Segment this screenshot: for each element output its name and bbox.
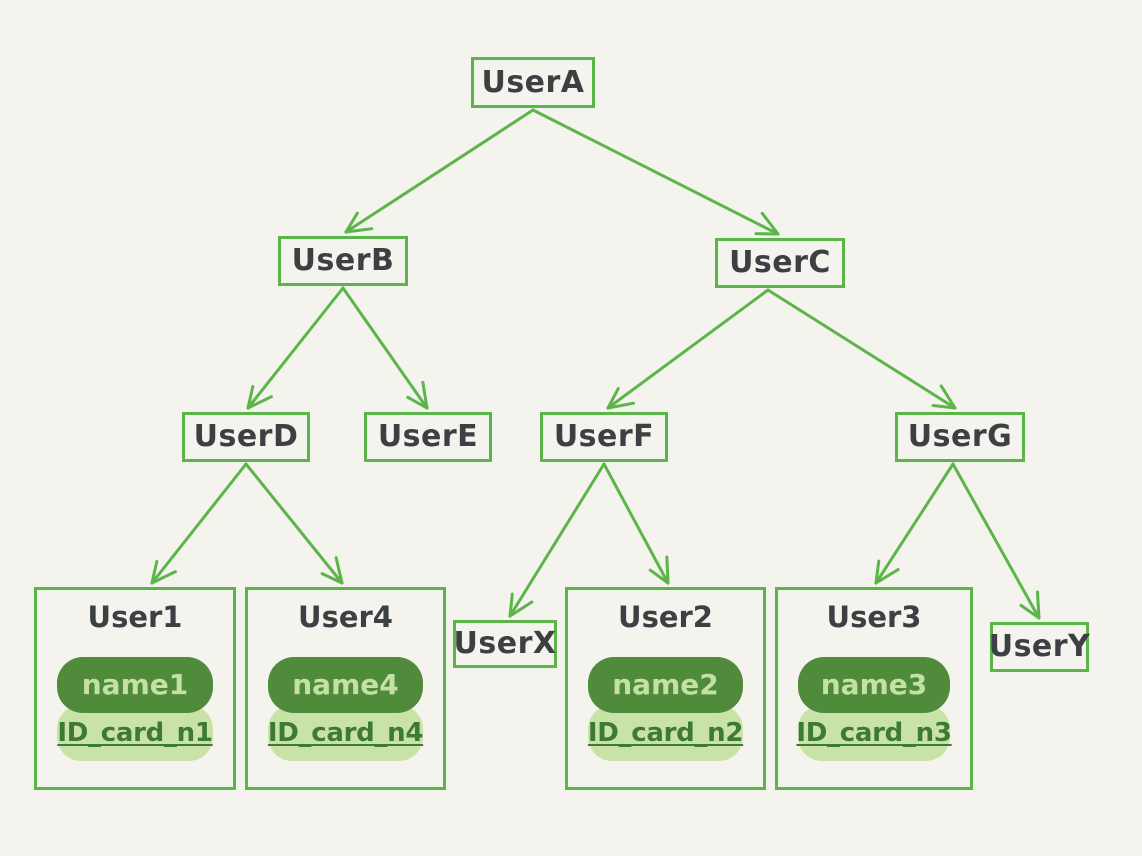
node-userx[interactable]: UserX	[453, 620, 557, 668]
arrowhead-stroke	[246, 395, 273, 410]
attribute-name-pill[interactable]: name2	[588, 656, 743, 713]
edge-line	[150, 462, 248, 585]
edge-userb-to-usere	[341, 286, 429, 410]
node-label: UserF	[553, 419, 655, 454]
arrowhead-stroke	[334, 556, 344, 585]
arrowhead-stroke	[606, 401, 636, 410]
arrowhead-stroke	[1019, 603, 1041, 620]
attribute-name-pill[interactable]: name3	[798, 656, 950, 713]
edge-line	[246, 286, 345, 410]
node-label: UserY	[988, 629, 1091, 664]
arrowhead-stroke	[344, 211, 359, 234]
edge-line	[344, 108, 535, 234]
arrowhead-stroke	[874, 567, 900, 585]
arrowhead-stroke	[874, 559, 881, 585]
arrowhead-stroke	[150, 560, 159, 585]
node-label: UserD	[193, 419, 299, 454]
node-label: UserC	[729, 245, 831, 280]
edge-userd-to-user4	[244, 462, 344, 585]
arrowhead-stroke	[939, 384, 957, 410]
node-label: UserG	[907, 419, 1013, 454]
arrowhead-stroke	[421, 380, 429, 410]
edge-line	[602, 462, 670, 585]
edge-userc-to-userf	[606, 288, 770, 410]
attribute-idcard-pill[interactable]: ID_card_n3	[796, 704, 952, 761]
edge-userb-to-userd	[246, 286, 345, 410]
node-usery[interactable]: UserY	[988, 622, 1091, 672]
edge-line	[874, 462, 955, 585]
arrowhead-stroke	[150, 570, 177, 585]
edge-userc-to-userg	[766, 288, 957, 410]
arrowhead-stroke	[508, 600, 534, 618]
edge-line	[766, 288, 957, 410]
node-label: UserB	[291, 243, 395, 278]
attribute-idcard-pill[interactable]: ID_card_n4	[268, 704, 423, 761]
arrowhead-stroke	[665, 555, 670, 585]
attribute-idcard-pill[interactable]: ID_card_n1	[57, 704, 213, 761]
edge-usera-to-userb	[344, 108, 535, 234]
node-usere[interactable]: UserE	[364, 412, 492, 462]
edge-userg-to-user3	[874, 462, 955, 585]
arrowhead-stroke	[344, 227, 374, 234]
edge-line	[244, 462, 344, 585]
edge-line	[606, 288, 770, 410]
attribute-name-pill[interactable]: name4	[268, 656, 423, 713]
node-title: User2	[618, 600, 713, 634]
arrowhead-stroke	[508, 592, 514, 618]
node-userd[interactable]: UserD	[182, 412, 310, 462]
edge-line	[531, 108, 780, 236]
arrowhead-stroke	[760, 211, 780, 236]
node-title: User3	[826, 600, 922, 634]
arrowhead-stroke	[648, 568, 670, 585]
attribute-idcard-pill[interactable]: ID_card_n2	[588, 704, 743, 761]
attribute-name-pill[interactable]: name1	[57, 656, 213, 713]
node-usera[interactable]: UserA	[471, 57, 595, 108]
arrowhead-stroke	[246, 385, 255, 410]
node-userf[interactable]: UserF	[540, 412, 668, 462]
edge-usera-to-userc	[531, 108, 780, 236]
arrowhead-stroke	[931, 404, 957, 410]
arrowhead-stroke	[1035, 590, 1041, 620]
node-title: User1	[87, 600, 183, 634]
edge-userf-to-user2	[602, 462, 670, 585]
node-label: UserA	[481, 64, 585, 100]
node-userc[interactable]: UserC	[715, 238, 845, 288]
edge-userd-to-user1	[150, 462, 248, 585]
arrowhead-stroke	[320, 572, 344, 585]
node-label: UserE	[377, 419, 479, 454]
node-userb[interactable]: UserB	[278, 236, 408, 286]
node-userg[interactable]: UserG	[895, 412, 1025, 462]
arrowhead-stroke	[406, 395, 429, 410]
node-title: User4	[298, 600, 393, 634]
edge-line	[341, 286, 429, 410]
node-label: UserX	[453, 626, 557, 661]
arrowhead-stroke	[606, 387, 620, 410]
